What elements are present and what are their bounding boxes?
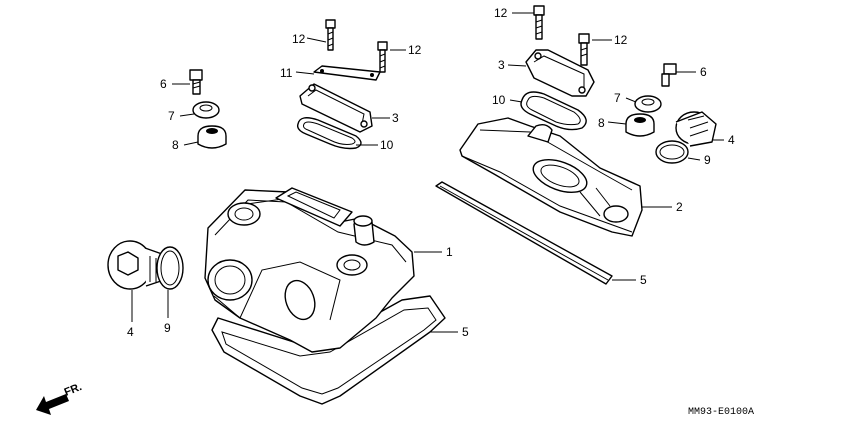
callout-12: 12 — [408, 43, 422, 57]
plug-4b — [675, 111, 717, 147]
callout-5: 5 — [462, 325, 469, 339]
washer-7a — [192, 101, 220, 119]
bolt-12c — [533, 5, 545, 40]
bolt-6a — [189, 69, 203, 95]
washer-7b — [634, 95, 662, 113]
callout-7: 7 — [614, 91, 621, 105]
callout-9: 9 — [704, 153, 711, 167]
bolt-12a — [325, 19, 336, 51]
grommet-8a — [197, 125, 227, 149]
callout-1: 1 — [446, 245, 453, 259]
callout-7: 7 — [168, 109, 175, 123]
bolt-6b — [661, 63, 677, 87]
plate-11 — [313, 65, 381, 81]
cover-3b — [525, 49, 595, 97]
plug-4a — [107, 240, 165, 290]
bolt-12b — [377, 41, 388, 73]
o-ring-9a — [156, 246, 184, 290]
callout-4: 4 — [728, 133, 735, 147]
callout-3: 3 — [392, 111, 399, 125]
callout-5: 5 — [640, 273, 647, 287]
leader-lines — [131, 12, 724, 333]
callout-4: 4 — [127, 325, 134, 339]
callout-12: 12 — [614, 33, 628, 47]
reference-code: MM93-E0100A — [688, 407, 754, 418]
callout-12: 12 — [292, 32, 306, 46]
cover-3a — [299, 83, 373, 133]
cylinder-head-cover — [204, 187, 415, 353]
callout-10: 10 — [380, 138, 394, 152]
callout-2: 2 — [676, 200, 683, 214]
callout-9: 9 — [164, 321, 171, 335]
direction-label: FR. — [63, 381, 84, 399]
callout-12: 12 — [494, 6, 508, 20]
callout-8: 8 — [172, 138, 179, 152]
gasket-5-right — [435, 181, 613, 285]
gasket-10a — [296, 117, 362, 150]
callout-labels: 12 12 11 3 10 6 7 8 12 12 3 10 6 7 8 4 9… — [127, 6, 735, 339]
gasket-10b — [520, 91, 587, 131]
callout-11: 11 — [280, 66, 293, 80]
callout-6: 6 — [700, 65, 707, 79]
cylinder-head-cover-2 — [459, 117, 643, 237]
callout-10: 10 — [492, 93, 506, 107]
bolt-12d — [578, 33, 590, 66]
callout-8: 8 — [598, 116, 605, 130]
grommet-8b — [625, 113, 655, 137]
callout-3: 3 — [498, 58, 505, 72]
o-ring-9b — [655, 140, 689, 164]
front-arrow-icon: FR. — [36, 381, 84, 415]
callout-6: 6 — [160, 77, 167, 91]
